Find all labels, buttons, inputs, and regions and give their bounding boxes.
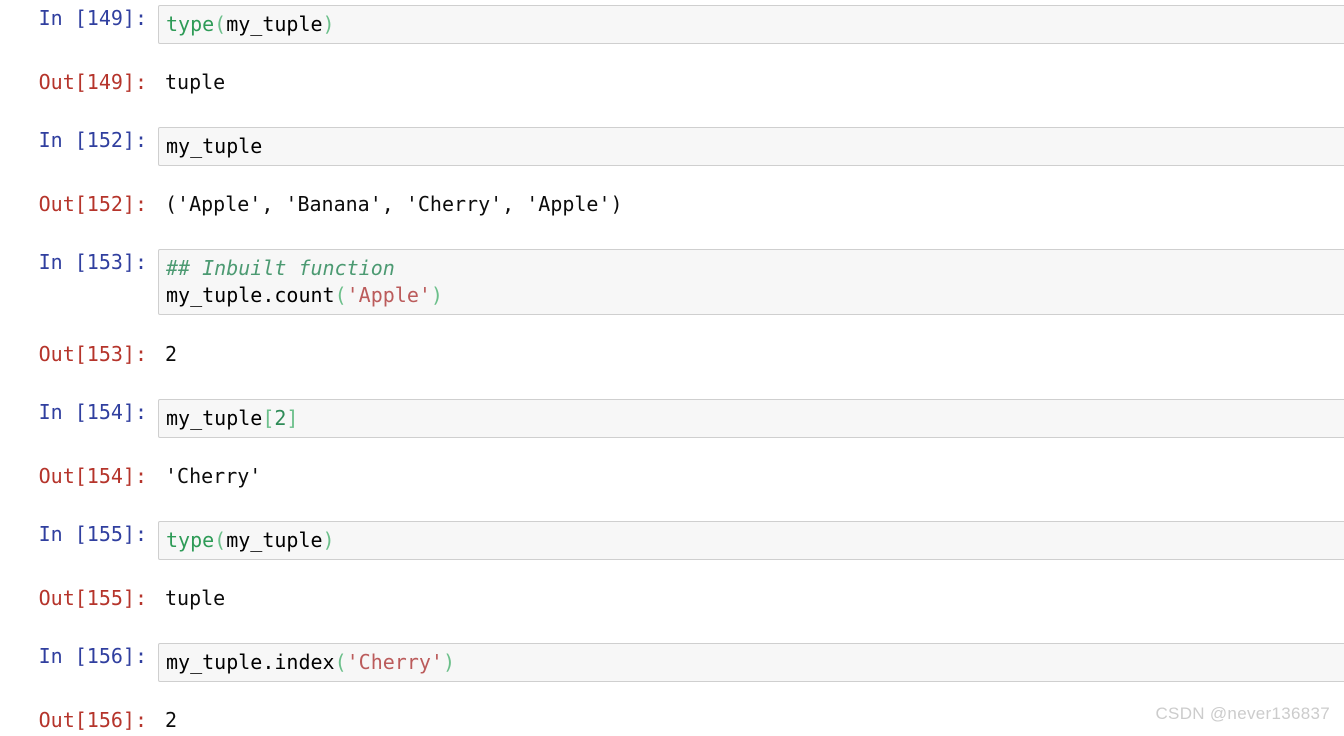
- in-prompt-label: In [155]:: [38, 522, 147, 546]
- output-text: 2: [165, 708, 178, 732]
- code-editor[interactable]: type(my_tuple): [158, 521, 1344, 560]
- in-prompt-label: In [153]:: [38, 250, 147, 274]
- output-text: tuple: [165, 586, 226, 610]
- in-prompt-label: In [156]:: [38, 644, 147, 668]
- token-string: 'Cherry': [346, 650, 443, 674]
- code-input-wrapper: type(my_tuple): [158, 521, 1344, 560]
- code-line: my_tuple: [166, 133, 1344, 160]
- csdn-watermark: CSDN @never136837: [1155, 704, 1330, 723]
- token-punct: ): [430, 283, 443, 307]
- code-cell-output-row: Out[153]: 2: [0, 341, 1344, 367]
- in-prompt-label: In [152]:: [38, 128, 147, 152]
- code-line: my_tuple[2]: [166, 405, 1344, 432]
- output-text: ('Apple', 'Banana', 'Cherry', 'Apple'): [165, 192, 623, 216]
- token-plain: my_tuple.count: [166, 283, 335, 307]
- code-cell-output-row: Out[152]: ('Apple', 'Banana', 'Cherry', '…: [0, 191, 1344, 217]
- output-wrapper: tuple: [158, 585, 1344, 611]
- code-input-wrapper: my_tuple: [158, 127, 1344, 166]
- code-editor[interactable]: my_tuple[2]: [158, 399, 1344, 438]
- code-editor[interactable]: my_tuple.index('Cherry'): [158, 643, 1344, 682]
- code-cell-input-row: In [152]: my_tuple: [0, 127, 1344, 166]
- code-editor[interactable]: my_tuple: [158, 127, 1344, 166]
- in-prompt-label: In [154]:: [38, 400, 147, 424]
- output-text: tuple: [165, 70, 226, 94]
- code-cell-input-row: In [156]: my_tuple.index('Cherry'): [0, 643, 1344, 682]
- code-cell-input-row: In [149]: type(my_tuple): [0, 5, 1344, 44]
- code-cell-output-row: Out[149]: tuple: [0, 69, 1344, 95]
- code-input-wrapper: my_tuple.index('Cherry'): [158, 643, 1344, 682]
- output-wrapper: tuple: [158, 69, 1344, 95]
- output-text: 2: [165, 342, 178, 366]
- code-line: my_tuple.count('Apple'): [166, 282, 1344, 309]
- code-cell-input-row: In [155]: type(my_tuple): [0, 521, 1344, 560]
- token-punct: ): [322, 528, 335, 552]
- token-plain: my_tuple.index: [166, 650, 335, 674]
- out-prompt-label: Out[156]:: [38, 708, 147, 732]
- token-bracket: ]: [286, 406, 299, 430]
- token-punct: (: [214, 12, 227, 36]
- token-punct: (: [214, 528, 227, 552]
- token-builtin: type: [166, 12, 215, 36]
- code-editor[interactable]: type(my_tuple): [158, 5, 1344, 44]
- out-prompt-label: Out[152]:: [38, 192, 147, 216]
- code-input-wrapper: type(my_tuple): [158, 5, 1344, 44]
- token-string: 'Apple': [346, 283, 431, 307]
- out-prompt-label: Out[155]:: [38, 586, 147, 610]
- code-input-wrapper: my_tuple[2]: [158, 399, 1344, 438]
- token-punct: ): [322, 12, 335, 36]
- token-comment: ## Inbuilt function: [166, 256, 395, 280]
- token-plain: my_tuple: [166, 406, 263, 430]
- output-text: 'Cherry': [165, 464, 262, 488]
- code-line: ## Inbuilt function: [166, 255, 1344, 282]
- token-number: 2: [274, 406, 287, 430]
- in-prompt-label: In [149]:: [38, 6, 147, 30]
- token-builtin: type: [166, 528, 215, 552]
- token-bracket: [: [262, 406, 275, 430]
- token-plain: my_tuple: [166, 134, 263, 158]
- code-line: my_tuple.index('Cherry'): [166, 649, 1344, 676]
- token-punct: ): [442, 650, 455, 674]
- token-plain: my_tuple: [226, 12, 323, 36]
- output-wrapper: 'Cherry': [158, 463, 1344, 489]
- out-prompt-label: Out[149]:: [38, 70, 147, 94]
- token-punct: (: [334, 650, 347, 674]
- code-cell-output-row: Out[154]: 'Cherry': [0, 463, 1344, 489]
- code-line: type(my_tuple): [166, 11, 1344, 38]
- output-wrapper: 2: [158, 341, 1344, 367]
- token-plain: my_tuple: [226, 528, 323, 552]
- code-cell-output-row: Out[156]: 2: [0, 707, 1344, 733]
- out-prompt-label: Out[153]:: [38, 342, 147, 366]
- token-punct: (: [334, 283, 347, 307]
- code-cell-input-row: In [154]: my_tuple[2]: [0, 399, 1344, 438]
- output-wrapper: ('Apple', 'Banana', 'Cherry', 'Apple'): [158, 191, 1344, 217]
- code-line: type(my_tuple): [166, 527, 1344, 554]
- code-cell-output-row: Out[155]: tuple: [0, 585, 1344, 611]
- output-wrapper: 2: [158, 707, 1344, 733]
- out-prompt-label: Out[154]:: [38, 464, 147, 488]
